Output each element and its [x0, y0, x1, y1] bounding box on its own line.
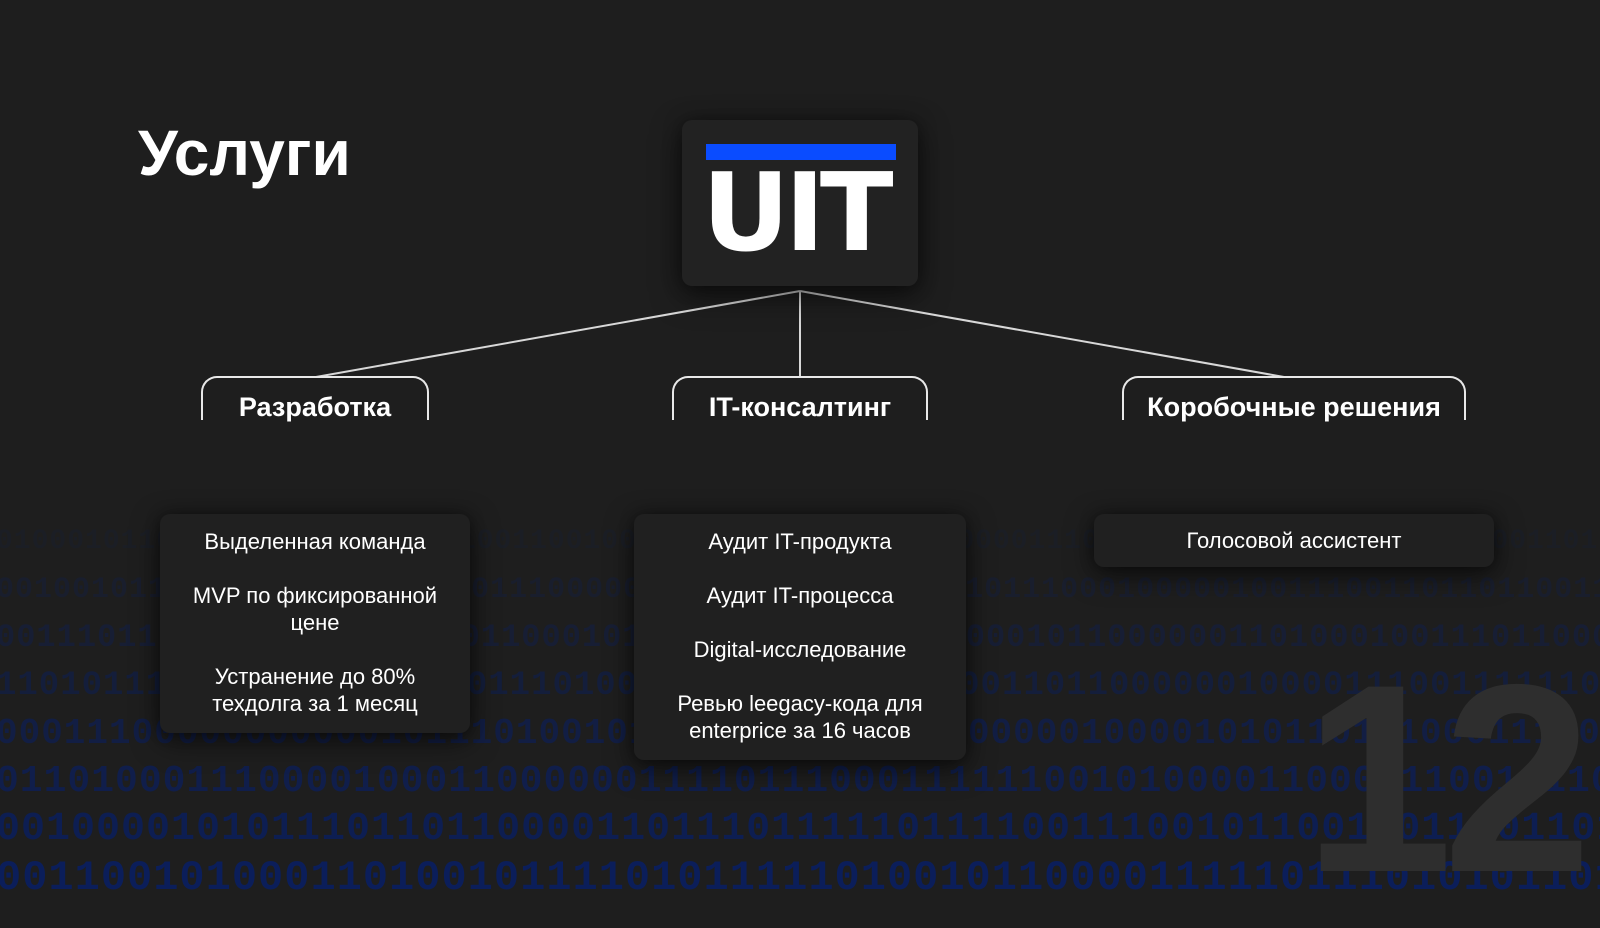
page-number: 12: [1303, 628, 1592, 928]
logo-card: UIT: [682, 120, 918, 286]
card-consulting: Аудит IT-продукта Аудит IT-процесса Digi…: [634, 514, 966, 760]
logo-accent-bar: [706, 144, 896, 160]
branch-consulting: IT-консалтинг: [672, 376, 928, 422]
list-item: Аудит IT-продукта: [708, 529, 892, 554]
card-boxed-solutions: Голосовой ассистент: [1094, 514, 1494, 567]
branch-boxed-solutions: Коробочные решения: [1122, 376, 1466, 422]
logo: UIT: [702, 151, 894, 276]
page-title: Услуги: [138, 117, 351, 189]
branch-label-consulting: IT-консалтинг: [708, 392, 892, 422]
tree-connectors: [315, 290, 1285, 378]
connector-line-development: [315, 290, 801, 378]
branch-label-development: Разработка: [238, 392, 392, 422]
card-development: Выделенная команда MVP по фиксированной …: [160, 514, 470, 733]
list-item: Аудит IT-процесса: [706, 583, 894, 608]
list-item: Устранение до 80% техдолга за 1 месяц: [212, 664, 418, 716]
list-item: Голосовой ассистент: [1186, 528, 1402, 553]
branch-label-boxed-solutions: Коробочные решения: [1147, 392, 1441, 422]
list-item: MVP по фиксированной цене: [192, 583, 438, 635]
list-item: Выделенная команда: [204, 529, 426, 554]
list-item: Digital-исследование: [693, 637, 907, 662]
list-item: Ревью leegacy-кода для enterprice за 16 …: [677, 691, 923, 743]
connector-line-boxed: [799, 290, 1285, 378]
slide: { "title": "Услуги", "logo": { "text": "…: [0, 117, 1600, 912]
branch-development: Разработка: [201, 376, 429, 422]
